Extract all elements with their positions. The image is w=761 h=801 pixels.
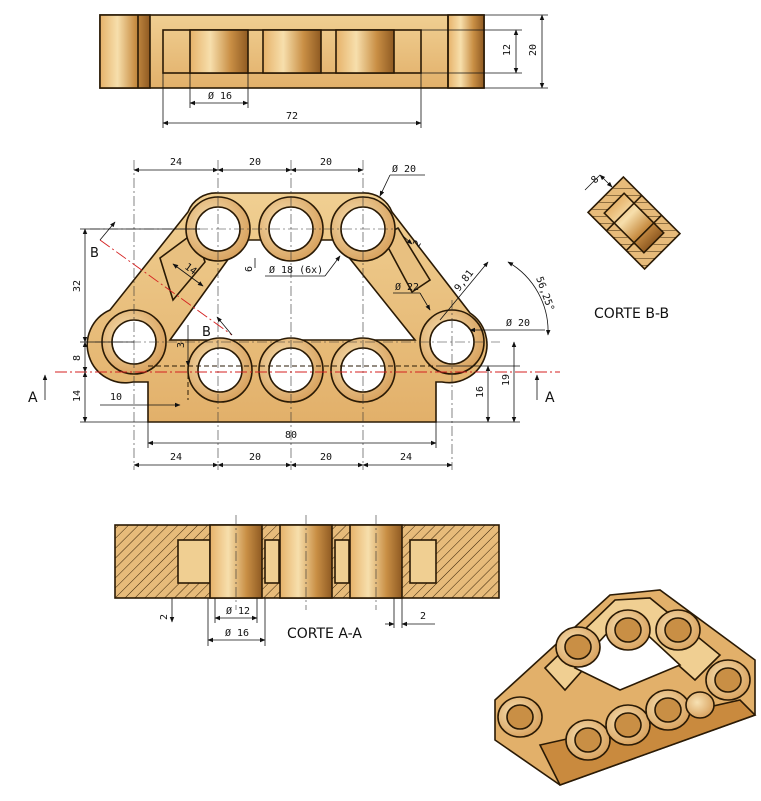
label-b-bottom: B: [202, 325, 211, 340]
dim-16-right: 16: [475, 386, 486, 398]
dim-19-right: 19: [501, 374, 512, 386]
dim-d22: Ø 22: [395, 281, 419, 293]
iso-boss-8: [645, 689, 691, 731]
dim-d20-right: Ø 20: [506, 317, 530, 329]
iso-boss-1: [555, 626, 601, 668]
iso-boss-9: [685, 691, 715, 719]
top-view: Ø 16 72 12 20: [99, 14, 548, 128]
isometric-view: [494, 589, 757, 786]
dim-bot-20a: 20: [249, 452, 261, 463]
dim-top-72: 72: [286, 111, 298, 122]
dim-top-12: 12: [502, 44, 513, 56]
label-a-left: A: [28, 390, 38, 406]
dim-top-20: 20: [528, 44, 539, 56]
boss-bottom-2: [258, 337, 324, 403]
front-view: A A B B 24 20 20 Ø 20 Ø 18 (6x) Ø 22 Ø 2…: [28, 157, 560, 470]
iso-boss-4: [705, 659, 751, 701]
iso-boss-5: [497, 696, 543, 738]
dim-top-d16: Ø 16: [208, 90, 232, 102]
dim-20-top-b: 20: [320, 157, 332, 168]
cut-plane-b: [99, 239, 233, 336]
section-bb: 8 CORTE B-B: [584, 174, 682, 322]
dim-24-top: 24: [170, 157, 182, 168]
dim-bot-24a: 24: [170, 452, 182, 463]
label-b-top: B: [90, 246, 99, 261]
dim-3: 3: [176, 342, 187, 348]
dim-10: 10: [110, 392, 122, 403]
iso-boss-2: [605, 609, 651, 651]
iso-boss-7: [605, 704, 651, 746]
dim-aa-2-left: 2: [159, 614, 170, 620]
section-aa-title: CORTE A-A: [287, 626, 362, 642]
dim-d20-top: Ø 20: [392, 163, 416, 175]
dim-d18: Ø 18 (6x): [269, 264, 323, 276]
iso-boss-6: [565, 719, 611, 761]
dim-14-left: 14: [72, 390, 83, 402]
dim-6: 6: [244, 266, 255, 272]
iso-boss-3: [655, 609, 701, 651]
section-bb-title: CORTE B-B: [594, 306, 669, 322]
dim-bot-20b: 20: [320, 452, 332, 463]
dim-aa-d12: Ø 12: [226, 605, 250, 617]
dim-2-arm: 2: [411, 238, 423, 249]
label-a-right: A: [545, 390, 555, 406]
dim-bot-24b: 24: [400, 452, 412, 463]
dim-32: 32: [72, 280, 83, 292]
dim-angle: 56,25°: [533, 275, 556, 313]
dim-aa-2-right: 2: [420, 611, 426, 622]
boss-bottom-3: [330, 337, 396, 403]
boss-bottom-1: [187, 337, 253, 403]
dim-80: 80: [285, 430, 297, 441]
dim-8: 8: [72, 355, 83, 361]
dim-20-top-a: 20: [249, 157, 261, 168]
section-aa: Ø 12 Ø 16 2 2 CORTE A-A: [114, 515, 500, 646]
dim-aa-d16: Ø 16: [225, 627, 249, 639]
